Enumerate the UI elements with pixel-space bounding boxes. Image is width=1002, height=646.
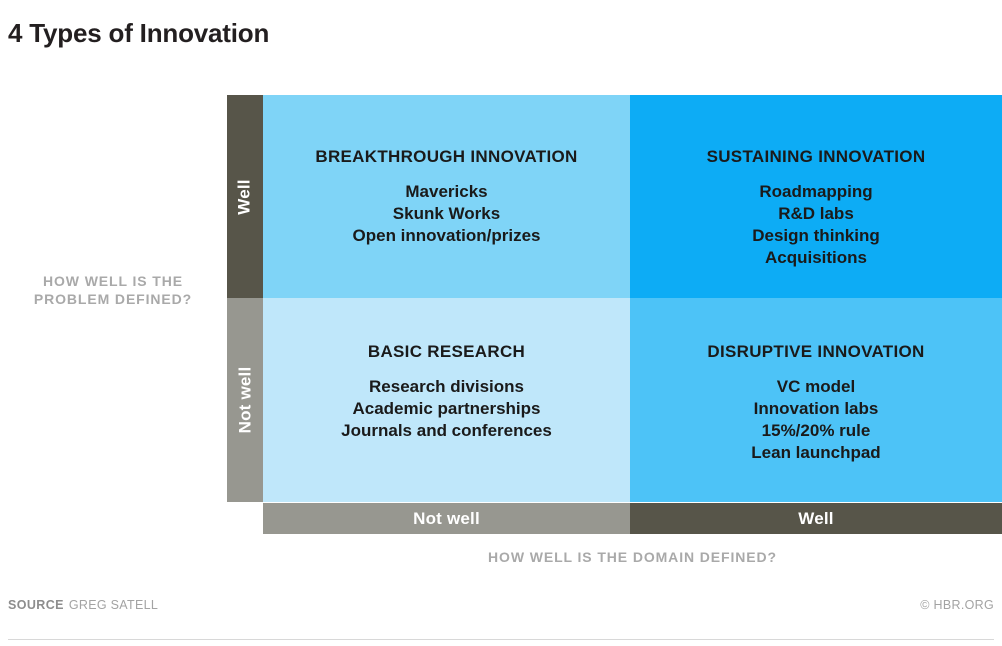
quadrant-disruptive-item-3: 15%/20% rule — [761, 421, 871, 440]
source-name: GREG SATELL — [68, 598, 159, 612]
quadrant-disruptive-item-1: VC model — [776, 377, 856, 396]
quadrant-grid: BREAKTHROUGH INNOVATION Mavericks Skunk … — [263, 95, 1002, 502]
innovation-matrix: Well Not well BREAKTHROUGH INNOVATION Ma… — [227, 95, 1002, 502]
x-axis-bands: Not well Well — [263, 503, 1002, 534]
source-credit: SOURCE GREG SATELL — [8, 598, 158, 612]
source-label: SOURCE — [8, 598, 64, 612]
footer: SOURCE GREG SATELL © HBR.ORG — [0, 594, 1002, 646]
quadrant-breakthrough-item-1: Mavericks — [405, 182, 488, 201]
quadrant-disruptive-innovation: DISRUPTIVE INNOVATION VC model Innovatio… — [630, 298, 1002, 502]
y-axis-title: HOW WELL IS THE PROBLEM DEFINED? — [8, 272, 218, 308]
x-axis-band-not-well: Not well — [263, 503, 630, 534]
quadrant-breakthrough-item-3: Open innovation/prizes — [352, 226, 541, 245]
quadrant-disruptive-heading: DISRUPTIVE INNOVATION — [707, 342, 925, 361]
y-axis-bands: Well Not well — [227, 95, 263, 502]
x-axis-band-well: Well — [630, 503, 1002, 534]
quadrant-basic-research-heading: BASIC RESEARCH — [367, 342, 526, 361]
quadrant-sustaining-item-4: Acquisitions — [764, 248, 867, 267]
quadrant-sustaining-item-1: Roadmapping — [759, 182, 873, 201]
quadrant-sustaining-heading: SUSTAINING INNOVATION — [706, 147, 926, 166]
quadrant-breakthrough-innovation: BREAKTHROUGH INNOVATION Mavericks Skunk … — [263, 95, 630, 298]
quadrant-basic-research-item-1: Research divisions — [369, 377, 524, 396]
page-title: 4 Types of Innovation — [8, 18, 270, 48]
x-axis-band-well-label: Well — [798, 508, 834, 528]
quadrant-disruptive-item-4: Lean launchpad — [751, 443, 881, 462]
y-axis-band-not-well: Not well — [227, 298, 263, 502]
copyright-notice: © HBR.ORG — [920, 598, 994, 612]
y-axis-title-line-2: PROBLEM DEFINED? — [33, 291, 193, 307]
quadrant-basic-research: BASIC RESEARCH Research divisions Academ… — [263, 298, 630, 502]
y-axis-band-well-label: Well — [234, 178, 254, 215]
quadrant-sustaining-item-2: R&D labs — [778, 204, 854, 223]
x-axis-band-not-well-label: Not well — [413, 508, 480, 528]
quadrant-basic-research-item-3: Journals and conferences — [341, 421, 552, 440]
quadrant-disruptive-item-2: Innovation labs — [753, 399, 879, 418]
quadrant-basic-research-item-2: Academic partnerships — [352, 399, 541, 418]
quadrant-sustaining-innovation: SUSTAINING INNOVATION Roadmapping R&D la… — [630, 95, 1002, 298]
footer-divider — [8, 639, 994, 640]
y-axis-band-not-well-label: Not well — [235, 366, 254, 434]
y-axis-band-well: Well — [227, 95, 263, 298]
y-axis-title-line-1: HOW WELL IS THE — [42, 273, 183, 289]
quadrant-breakthrough-item-2: Skunk Works — [392, 204, 501, 223]
x-axis-title: HOW WELL IS THE DOMAIN DEFINED? — [488, 549, 777, 565]
quadrant-sustaining-item-3: Design thinking — [752, 226, 880, 245]
quadrant-breakthrough-heading: BREAKTHROUGH INNOVATION — [315, 147, 578, 166]
